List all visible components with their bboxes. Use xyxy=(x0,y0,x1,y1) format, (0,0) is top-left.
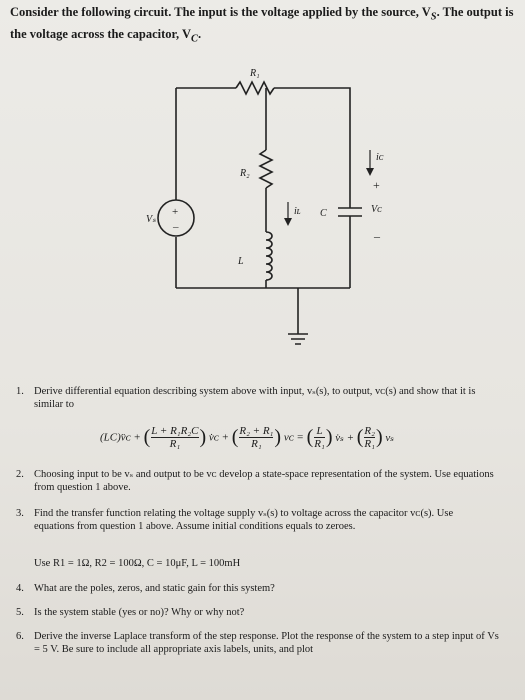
eq-frac4-den: R₁ xyxy=(364,437,375,450)
question-number: 2. xyxy=(16,469,24,480)
eq-paren: ) xyxy=(375,426,383,448)
voltage-source-icon xyxy=(157,199,195,237)
question-text: What are the poles, zeros, and static ga… xyxy=(34,583,275,594)
question-number: 4. xyxy=(16,583,24,594)
vc-label: Vᴄ xyxy=(371,204,382,215)
question-text: Is the system stable (yes or no)? Why or… xyxy=(34,607,245,618)
question-text: Choosing input to be vₛ and output to be… xyxy=(34,469,494,493)
eq-paren: ( xyxy=(231,426,239,448)
eq-paren: ( xyxy=(143,426,151,448)
eq-paren: ) xyxy=(199,426,207,448)
intro-line2: the voltage across the capacitor, V xyxy=(10,26,191,41)
eq-term3: v̇ₛ + xyxy=(335,432,354,444)
eq-paren: ) xyxy=(325,426,333,448)
resistor-r2 xyxy=(258,149,274,189)
eq-frac4-num: R₂ xyxy=(364,425,375,437)
question-text: Find the transfer function relating the … xyxy=(34,508,454,532)
question-number: 1. xyxy=(16,386,24,397)
eq-lc-term: (LC)v̈ᴄ + xyxy=(100,431,141,444)
question-3-values: Use R1 = 1Ω, R2 = 100Ω, C = 10μF, L = 10… xyxy=(34,558,504,571)
r2-label: R₂ xyxy=(239,168,250,179)
vc-minus: – xyxy=(373,229,381,243)
source-plus: + xyxy=(172,206,178,218)
eq-frac3-num: L xyxy=(316,425,323,437)
eq-frac1-den: R₁ xyxy=(151,437,199,450)
question-text: Derive differential equation describing … xyxy=(34,386,476,410)
eq-frac2-den: R₁ xyxy=(239,437,274,450)
il-arrow-icon xyxy=(284,218,292,226)
ic-arrow-icon xyxy=(366,168,374,176)
intro-line1-end: . The output is xyxy=(436,5,514,19)
ground-icon xyxy=(288,333,308,345)
question-text: Derive the inverse Laplace transform of … xyxy=(34,631,499,655)
problem-intro: Consider the following circuit. The inpu… xyxy=(10,4,520,47)
question-4: 4. What are the poles, zeros, and static… xyxy=(16,583,504,596)
eq-paren: ( xyxy=(306,426,314,448)
l-label: L xyxy=(237,256,244,267)
eq-frac2-num: R₂ + R₁ xyxy=(239,425,274,437)
intro-vs-subscript: S xyxy=(430,11,437,23)
eq-term1: v̇ᴄ + xyxy=(208,431,229,444)
question-3: 3. Find the transfer function relating t… xyxy=(16,508,474,533)
eq-frac1-num: L + R₁R₂C xyxy=(151,425,199,437)
eq-term2: vᴄ = xyxy=(283,431,304,444)
circuit-diagram: R₁ R₂ Vₛ L C iʟ iᴄ Vᴄ + – + – xyxy=(146,68,384,345)
resistor-r1 xyxy=(235,80,275,96)
source-minus: – xyxy=(172,221,179,233)
intro-line2-end: . xyxy=(197,26,202,41)
eq-frac3-den: R₁ xyxy=(314,437,325,450)
inductor-l xyxy=(265,231,273,281)
question-text: Use R1 = 1Ω, R2 = 100Ω, C = 10μF, L = 10… xyxy=(34,558,241,569)
vs-label: Vₛ xyxy=(146,214,156,225)
ic-label: iᴄ xyxy=(376,152,384,163)
question-5: 5. Is the system stable (yes or no)? Why… xyxy=(16,607,504,620)
eq-term4: vₛ xyxy=(385,432,394,444)
vc-plus: + xyxy=(373,178,380,192)
question-number: 3. xyxy=(16,508,24,519)
question-6: 6. Derive the inverse Laplace transform … xyxy=(16,631,504,656)
eq-paren: ( xyxy=(356,426,364,448)
c-label: C xyxy=(320,208,327,219)
question-number: 5. xyxy=(16,607,24,618)
question-number: 6. xyxy=(16,631,24,642)
intro-vc-subscript: C xyxy=(191,33,198,44)
eq-paren: ) xyxy=(274,426,282,448)
r1-label: R₁ xyxy=(249,68,260,79)
wire-top-right xyxy=(274,87,351,208)
intro-line1: Consider the following circuit. The inpu… xyxy=(10,5,431,19)
question-1: 1. Derive differential equation describi… xyxy=(16,386,504,411)
question-2: 2. Choosing input to be vₛ and output to… xyxy=(16,469,504,494)
il-label: iʟ xyxy=(294,206,301,217)
